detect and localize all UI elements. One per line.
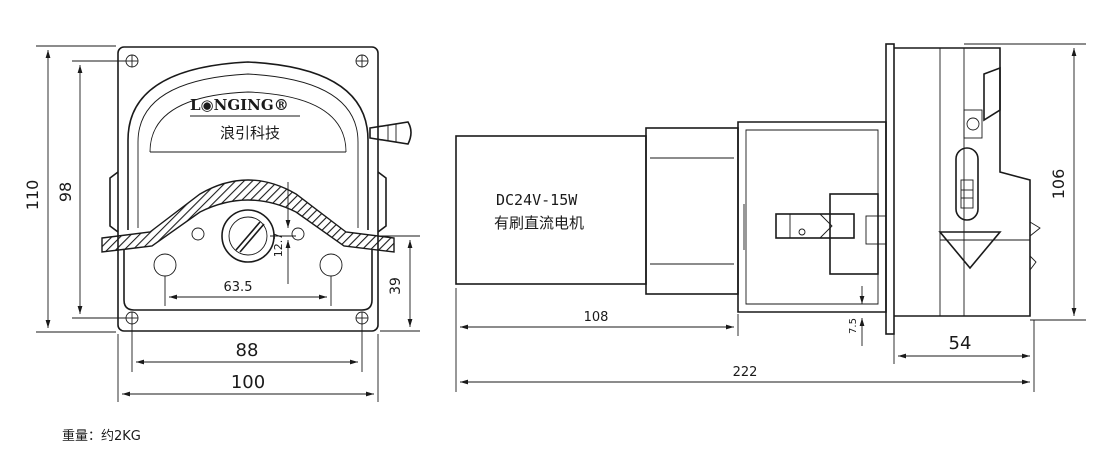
mounting-hole-br <box>355 311 369 325</box>
motor-label-line2: 有刷直流电机 <box>494 214 584 232</box>
dim-100: 100 <box>231 372 265 393</box>
motor-label-line1: DC24V-15W <box>496 191 578 209</box>
pump-lid <box>127 61 369 230</box>
hose <box>101 179 395 253</box>
mounting-hole-bl <box>125 311 139 325</box>
guide-hole-right <box>291 227 305 241</box>
side-slot <box>955 147 979 221</box>
weight-note: 重量：约2KG <box>62 428 141 444</box>
mounting-hole-tl <box>125 54 139 68</box>
dim-54: 54 <box>949 333 972 354</box>
motor-body <box>455 135 647 285</box>
dim-110: 110 <box>23 180 42 211</box>
pump-head-side <box>894 47 1031 317</box>
dim-7-5: 7.5 <box>848 318 859 334</box>
lid-lever <box>369 121 412 145</box>
side-view: DC24V-15W 有刷直流电机 <box>455 43 1041 335</box>
pump-base <box>123 250 373 311</box>
flange-plate <box>885 43 895 335</box>
front-dimensions: 110 98 88 100 63.5 12.7 39 <box>23 45 420 402</box>
shaft <box>775 213 855 239</box>
dim-106: 106 <box>1049 169 1068 200</box>
tube-hole-right <box>319 253 343 277</box>
dim-108: 108 <box>584 310 609 325</box>
front-view: L◉NGING® 浪引科技 <box>101 46 412 332</box>
front-housing <box>117 46 379 332</box>
brand-logo-text: L◉NGING® <box>190 96 289 114</box>
dim-98: 98 <box>56 182 75 202</box>
mounting-hole-tr <box>355 54 369 68</box>
mount-bracket <box>737 121 887 313</box>
dim-39: 39 <box>388 277 404 295</box>
dim-88: 88 <box>236 340 259 361</box>
side-dimensions: 108 222 54 106 7.5 <box>455 43 1086 392</box>
coupling <box>829 193 879 275</box>
brand-name: 浪引科技 <box>220 124 280 142</box>
dim-222: 222 <box>733 365 758 380</box>
dim-12-7: 12.7 <box>272 233 285 258</box>
guide-hole-left <box>191 227 205 241</box>
tube-hole-left <box>153 253 177 277</box>
brand-logo: L◉NGING® 浪引科技 <box>190 96 289 142</box>
dim-63-5: 63.5 <box>224 280 253 295</box>
